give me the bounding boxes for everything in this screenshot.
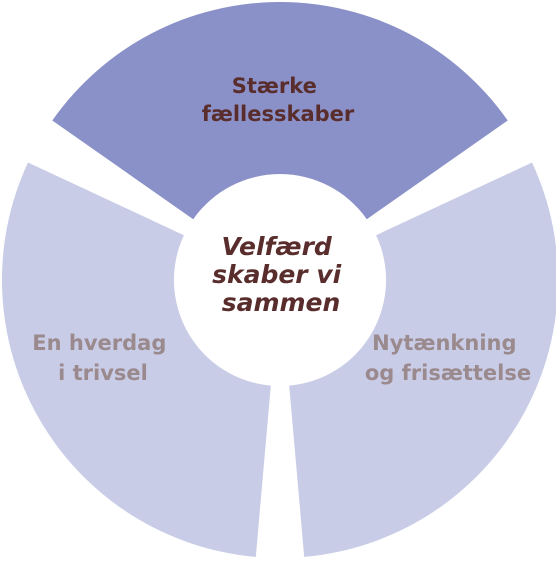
center-label-line-1: Velfærd	[221, 232, 332, 261]
center-hub	[178, 178, 382, 382]
segment-right-label-line-1: Nytænkning	[372, 331, 516, 355]
segment-right-label: Nytænkning og frisættelse	[365, 331, 531, 385]
segment-top-label-line-2: fællesskaber	[202, 102, 355, 126]
segment-left-label-line-1: En hverdag	[32, 331, 166, 355]
segment-left-label: En hverdag i trivsel	[32, 331, 173, 385]
segment-left-label-line-2: i trivsel	[58, 361, 148, 385]
segment-top-label-line-1: Stærke	[232, 74, 317, 98]
segment-left-everyday-wellbeing	[1, 162, 271, 557]
segment-top-label: Stærke fællesskaber	[202, 74, 355, 126]
segment-top-strong-communities	[52, 1, 508, 220]
segment-right-label-line-2: og frisættelse	[365, 361, 531, 385]
center-label-line-3: sammen	[222, 288, 341, 317]
center-label-line-2: skaber vi	[212, 260, 342, 289]
segment-right-rethinking	[289, 162, 556, 557]
center-label: Velfærd skaber vi sammen	[212, 232, 350, 317]
